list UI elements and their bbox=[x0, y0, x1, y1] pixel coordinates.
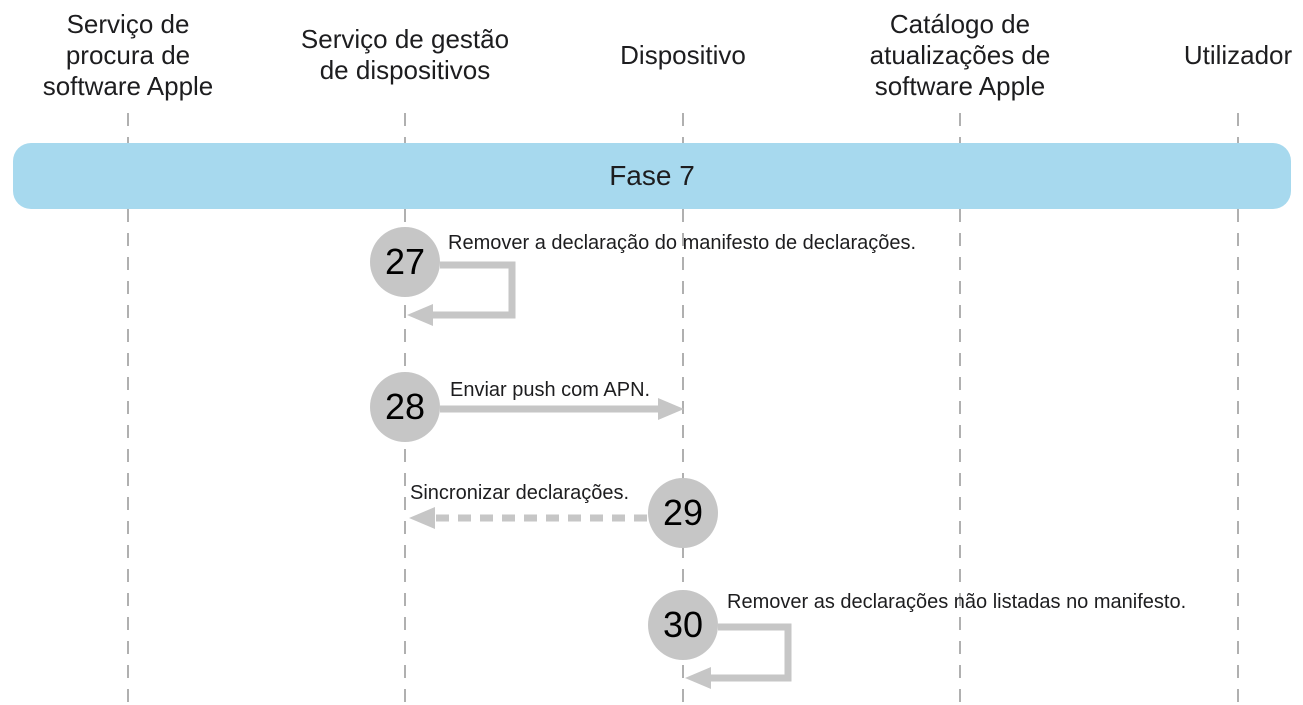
step-27-self-loop-arrow bbox=[433, 261, 516, 319]
participant-servico-procura-software: Serviço de procura de software Apple bbox=[42, 8, 214, 101]
participant-catalogo-atualizacoes: Catálogo de atualizações de software App… bbox=[869, 8, 1051, 101]
participant-utilizador: Utilizador bbox=[1183, 39, 1293, 70]
phase-label: Fase 7 bbox=[609, 160, 695, 191]
step-29-badge: 29 bbox=[648, 478, 718, 548]
step-30-badge: 30 bbox=[648, 590, 718, 660]
step-29-label: Sincronizar declarações. bbox=[410, 482, 629, 504]
step-27-badge: 27 bbox=[370, 227, 440, 297]
step-29-arrowhead-left-icon bbox=[409, 507, 435, 529]
step-28-label: Enviar push com APN. bbox=[450, 379, 651, 401]
step-28-arrowhead-right-icon bbox=[658, 398, 684, 420]
participant-servico-gestao-dispositivos: Serviço de gestão de dispositivos bbox=[300, 24, 510, 85]
participant-dispositivo: Dispositivo bbox=[620, 39, 746, 70]
step-30-arrowhead-left-icon bbox=[685, 667, 711, 689]
step-28-badge: 28 bbox=[370, 372, 440, 442]
step-27-arrowhead-left-icon bbox=[407, 304, 433, 326]
phase-band: Fase 7 bbox=[13, 143, 1291, 209]
step-30-label: Remover as declarações não listadas no m… bbox=[727, 591, 1187, 613]
step-30-self-loop-arrow bbox=[711, 623, 792, 682]
step-27-label: Remover a declaração do manifesto de dec… bbox=[448, 232, 917, 254]
